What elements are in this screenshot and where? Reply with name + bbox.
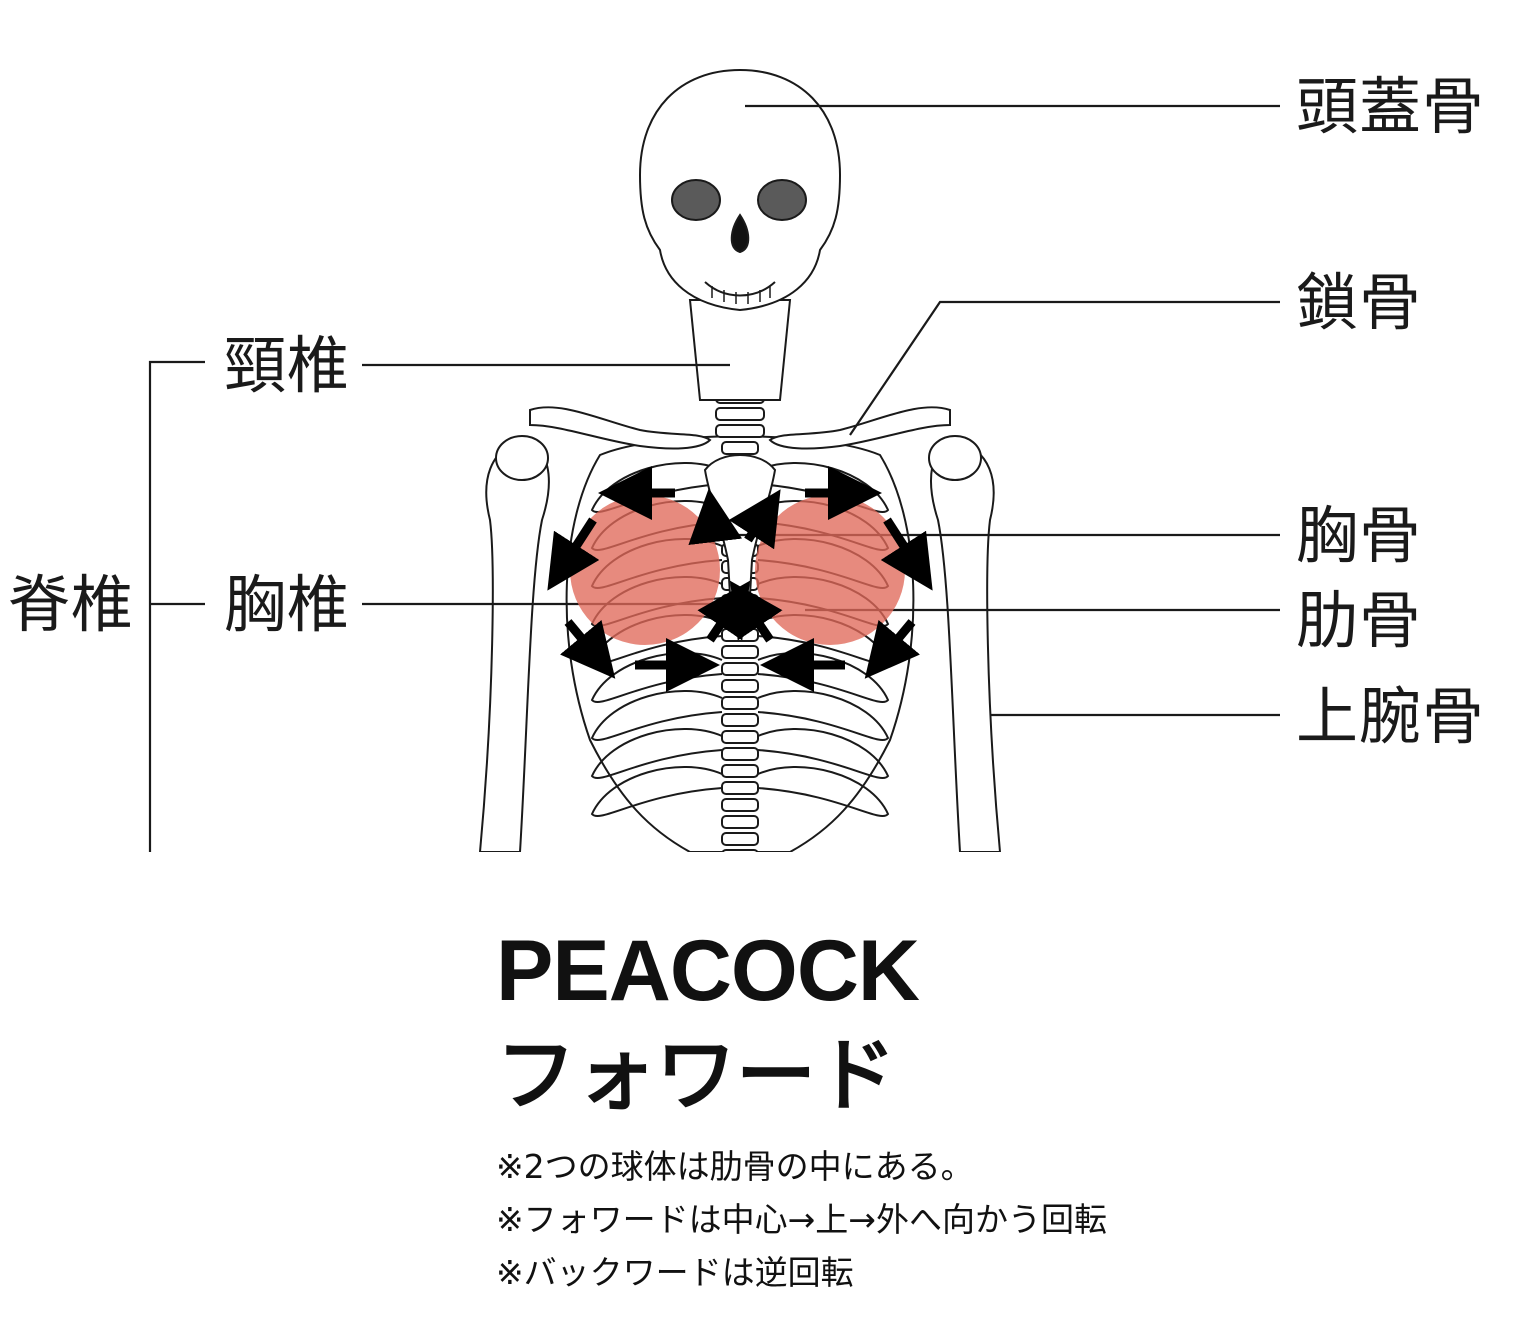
label-sternum: 胸骨 — [1296, 499, 1423, 572]
label-humerus: 上腕骨 — [1296, 680, 1486, 753]
vertebra — [721, 713, 759, 727]
note-2: ※フォワードは中心→上→外へ向かう回転 — [496, 1200, 1107, 1239]
rotation-arrows — [547, 466, 933, 692]
skeleton-diagram — [148, 68, 1280, 852]
rotation-arrow-icon — [864, 619, 921, 679]
vertebra — [721, 849, 759, 852]
label-skull: 頭蓋骨 — [1296, 70, 1486, 143]
vertebra — [721, 781, 759, 795]
clavicle-right — [768, 406, 951, 450]
rib — [590, 728, 723, 780]
vertebra — [721, 798, 759, 812]
rotation-arrow-icon — [728, 489, 781, 550]
label-thoracic: 胸椎 — [224, 568, 351, 641]
spheres — [570, 495, 905, 645]
vertebra — [721, 815, 759, 829]
rotation-arrow-icon — [729, 580, 783, 643]
neck — [688, 299, 792, 401]
vertebra — [721, 679, 759, 693]
label-cervical: 頸椎 — [224, 329, 351, 402]
vertebra — [721, 696, 759, 710]
vertebra — [721, 441, 759, 455]
label-spine: 脊椎 — [8, 568, 135, 641]
vertebra — [721, 662, 759, 676]
note-3: ※バックワードは逆回転 — [496, 1253, 854, 1292]
rib — [757, 728, 890, 780]
page-title: PEACOCK — [496, 923, 920, 1019]
vertebra — [721, 645, 759, 659]
vertebra — [721, 747, 759, 761]
sphere-right — [755, 495, 905, 645]
sphere-left — [570, 495, 720, 645]
vertebra — [721, 730, 759, 744]
label-rib: 肋骨 — [1296, 584, 1423, 657]
humerus-right — [928, 435, 1002, 852]
note-1: ※2つの球体は肋骨の中にある。 — [496, 1147, 974, 1186]
rotation-arrow-icon — [559, 619, 616, 679]
rotation-arrow-icon — [547, 517, 600, 591]
rib — [757, 766, 890, 818]
clavicle-left — [529, 406, 712, 450]
skull-shape — [638, 68, 842, 312]
humerus-left — [478, 435, 550, 852]
vertebra — [721, 832, 759, 846]
label-clavicle: 鎖骨 — [1296, 266, 1423, 339]
vertebra — [715, 407, 765, 421]
vertebra — [715, 424, 765, 438]
vertebra — [721, 764, 759, 778]
rotation-arrow-icon — [688, 488, 743, 546]
rib — [590, 766, 723, 818]
page-subtitle: フォワード — [496, 1029, 896, 1122]
rotation-arrow-icon — [880, 517, 933, 591]
